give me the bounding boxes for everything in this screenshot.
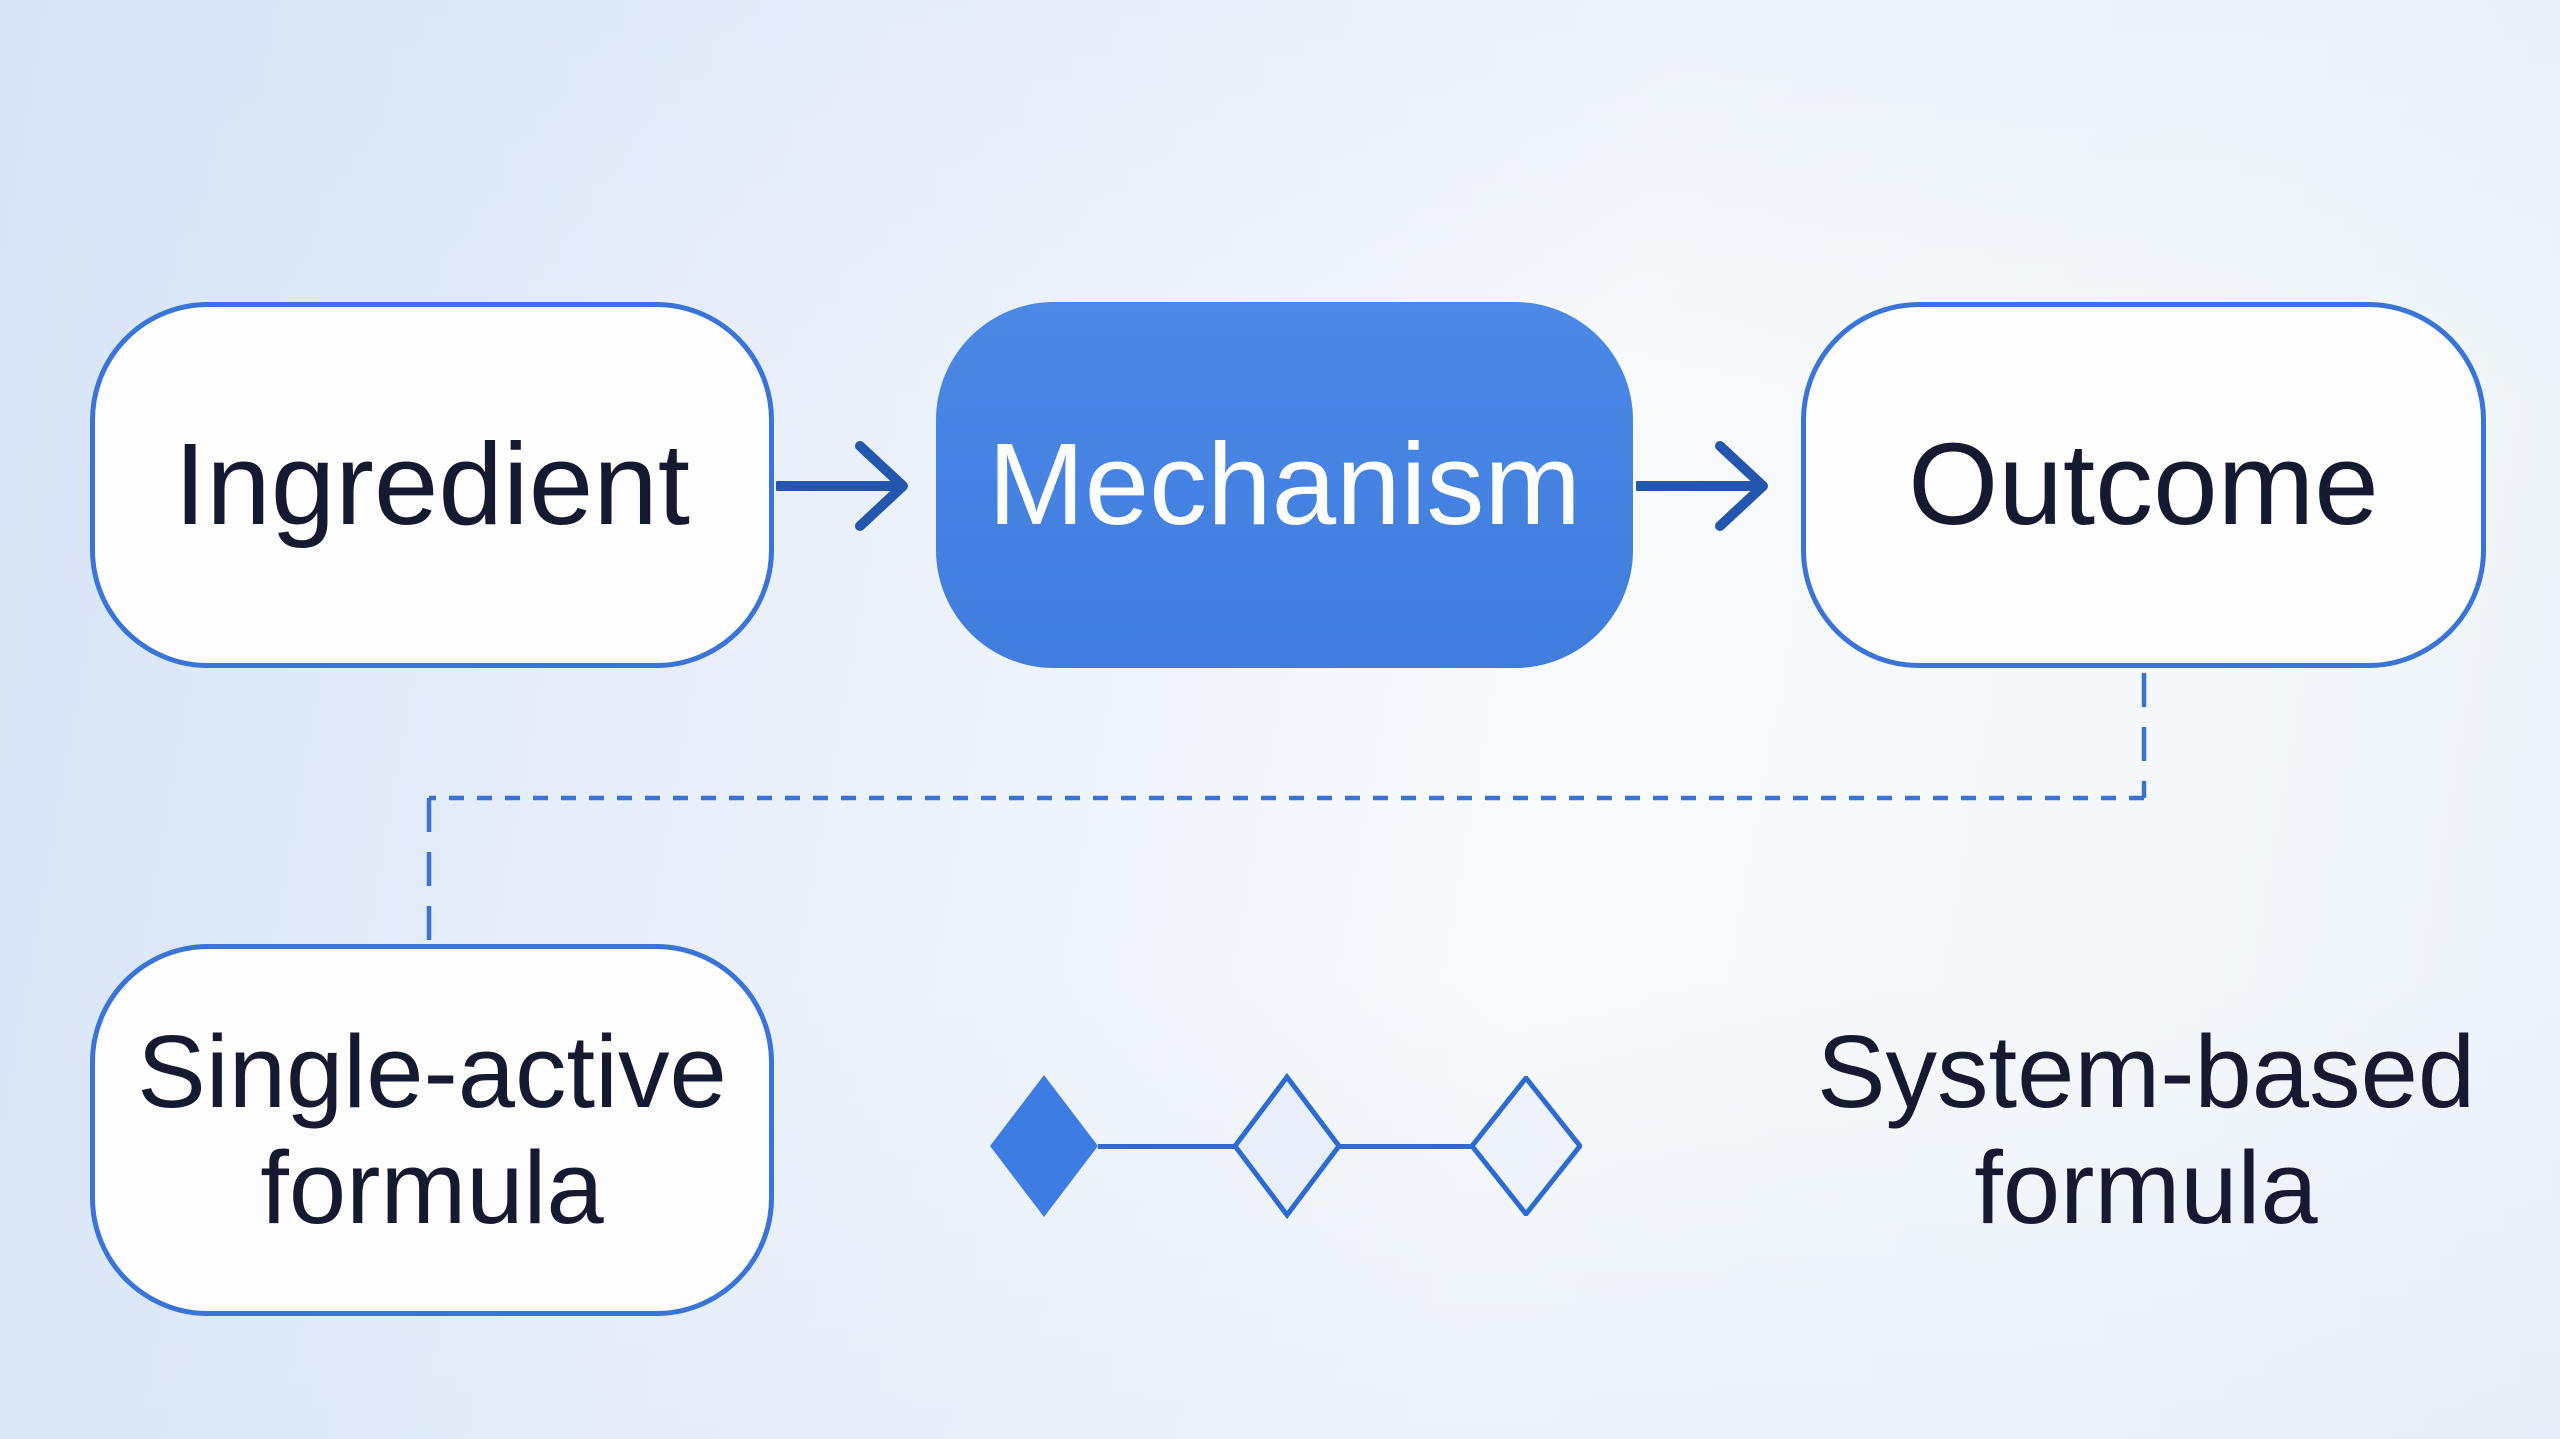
spectrum-link-2 [1339,1144,1476,1149]
diamond-filled-icon [990,1075,1098,1217]
node-outcome-label: Outcome [1908,419,2379,550]
single-active-line1: Single-active [137,1014,727,1129]
system-based-line2: formula [1974,1130,2318,1245]
node-single-active-formula-label: Single-active formula [137,1014,727,1246]
single-active-line2: formula [260,1130,604,1245]
node-mechanism: Mechanism [936,302,1633,668]
arrow-mechanism-to-outcome-icon [1636,441,1768,531]
node-single-active-formula: Single-active formula [90,944,774,1316]
arrow-ingredient-to-mechanism-icon [776,441,908,531]
node-ingredient: Ingredient [90,302,774,668]
diamond-outline-icon [1231,1073,1343,1219]
diamond-outline-small-icon [1470,1076,1582,1216]
system-based-line1: System-based [1816,1014,2476,1129]
node-outcome: Outcome [1801,302,2486,668]
node-ingredient-label: Ingredient [174,419,690,550]
spectrum-link-1 [1098,1144,1235,1149]
system-based-formula-text: System-based formula [1817,1014,2475,1246]
dashed-connector [426,673,2147,940]
node-mechanism-label: Mechanism [987,419,1582,550]
system-based-formula-label: System-based formula [1770,944,2522,1316]
